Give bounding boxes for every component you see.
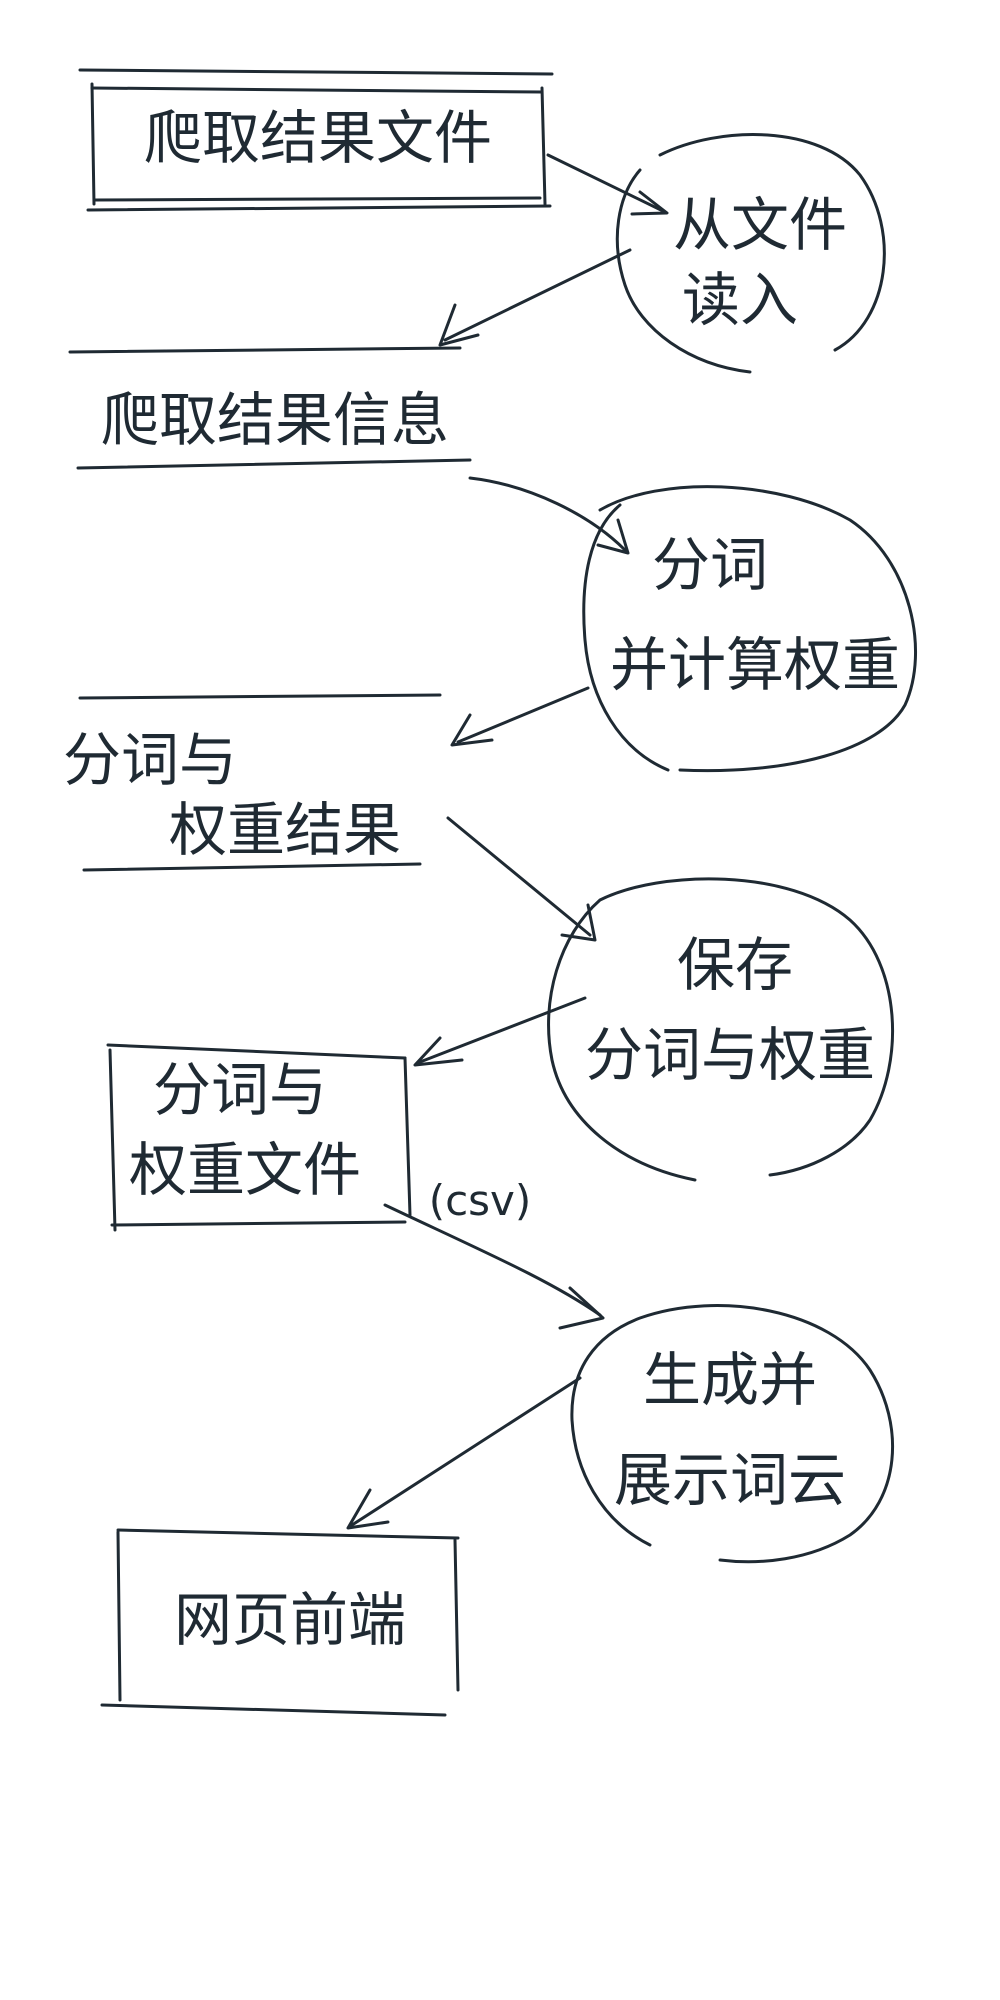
csv-note: (csv) (429, 1176, 532, 1225)
node-read-from-file-line1: 从文件 (673, 191, 847, 259)
node-generate-show-wordcloud-line2: 展示词云 (614, 1446, 846, 1514)
node-segment-weight-result: 分词与 权重结果 (63, 693, 442, 872)
node-save-segment-weight-line2: 分词与权重 (585, 1021, 875, 1089)
node-crawl-result-info: 爬取结果信息 (68, 346, 472, 470)
node-segment-weight-result-line1: 分词与 (63, 726, 237, 794)
edge-crawl-file-to-read (546, 153, 669, 216)
node-segment-weight-file-line1: 分词与 (153, 1056, 327, 1124)
node-read-from-file: 从文件 读入 (615, 133, 886, 374)
node-segment-weight-result-line2: 权重结果 (169, 796, 401, 864)
node-segment-weight-file-line2: 权重文件 (129, 1136, 361, 1204)
edge-save-to-file (413, 996, 587, 1067)
edge-crawl-info-to-segment (468, 476, 630, 555)
node-web-display: 网页前端 (100, 1528, 460, 1717)
edge-result-to-save (446, 816, 597, 942)
edge-generate-to-web (346, 1376, 582, 1530)
node-generate-show-wordcloud-line1: 生成并 (643, 1346, 817, 1414)
node-save-segment-weight-line1: 保存 (677, 931, 793, 999)
edges (346, 153, 669, 1530)
edge-file-to-generate (383, 1203, 605, 1330)
node-segment-compute-weight: 分词 并计算权重 (582, 485, 917, 773)
node-save-segment-weight: 保存 分词与权重 (547, 877, 895, 1182)
node-read-from-file-line2: 读入 (682, 266, 798, 334)
node-generate-show-wordcloud: 生成并 展示词云 (570, 1304, 894, 1564)
edge-read-to-crawl-info (438, 248, 632, 347)
edge-segment-to-result (450, 686, 590, 747)
node-segment-compute-weight-line2: 并计算权重 (610, 631, 900, 699)
node-crawl-result-info-label: 爬取结果信息 (101, 386, 449, 454)
node-segment-weight-file: 分词与 权重文件 (106, 1043, 412, 1232)
node-web-display-label: 网页前端 (174, 1586, 406, 1654)
node-crawl-result-file: 爬取结果文件 (78, 68, 554, 212)
node-segment-compute-weight-line1: 分词 (652, 531, 768, 599)
node-crawl-result-file-label: 爬取结果文件 (144, 104, 492, 172)
